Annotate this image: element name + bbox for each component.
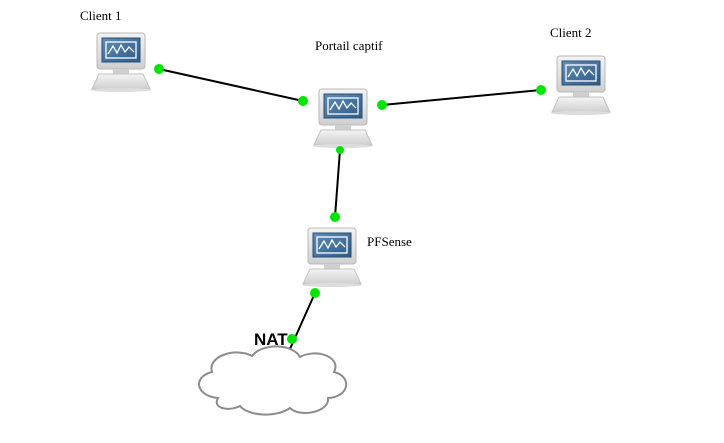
link-portail-pfsense: [334, 149, 341, 218]
computer-icon: [90, 32, 152, 93]
port-client1: [154, 64, 164, 74]
computer-icon: [301, 227, 363, 288]
port-pfsense-top: [330, 212, 340, 222]
port-pfsense-bottom: [310, 288, 320, 298]
portail-computer[interactable]: [312, 88, 374, 149]
nat-cloud[interactable]: [198, 345, 347, 416]
pfsense-label: PFSense: [367, 234, 412, 249]
client1-computer[interactable]: [90, 32, 152, 93]
port-portail-right: [377, 100, 387, 110]
nat-label: NAT: [254, 330, 288, 349]
port-portail-left: [298, 96, 308, 106]
port-portail-bottom: [336, 146, 344, 154]
pfsense-computer[interactable]: [301, 227, 363, 288]
client2-label: Client 2: [550, 25, 592, 40]
link-portail-client2: [381, 89, 542, 106]
port-dots: [154, 64, 546, 344]
cloud-icon: [198, 345, 347, 416]
port-nat: [287, 334, 297, 344]
client1-label: Client 1: [80, 8, 122, 23]
port-client2: [536, 85, 546, 95]
computer-icon: [550, 55, 612, 116]
client2-computer[interactable]: [550, 55, 612, 116]
computer-icon: [312, 88, 374, 149]
portail-label: Portail captif: [315, 38, 383, 53]
link-client1-portail: [158, 68, 304, 102]
